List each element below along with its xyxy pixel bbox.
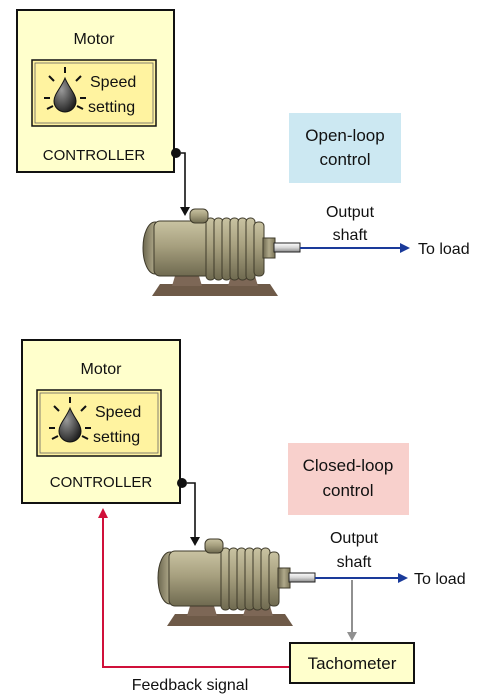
arrow-icon xyxy=(190,537,200,546)
mode-label-line1: Closed-loop xyxy=(303,456,394,475)
mode-label-line2: control xyxy=(322,481,373,500)
controller-title: Motor xyxy=(74,31,116,48)
load-label: To load xyxy=(418,241,470,258)
control-wire xyxy=(181,153,185,207)
speed-setting-panel[interactable] xyxy=(32,60,156,126)
motor-icon xyxy=(143,209,300,296)
tachometer-label: Tachometer xyxy=(308,654,397,673)
controller-output-connector xyxy=(171,148,181,158)
controller-title: Motor xyxy=(81,361,123,378)
closed-loop-section: Motor Speed setting CONTROLLER Output sh… xyxy=(22,340,466,694)
output-label-line1: Output xyxy=(326,204,375,221)
speed-label-line1: Speed xyxy=(90,74,136,91)
controller-label: CONTROLLER xyxy=(50,474,153,491)
speed-label-line2: setting xyxy=(93,429,140,446)
output-label-line2: shaft xyxy=(337,554,372,571)
arrow-icon xyxy=(347,632,357,641)
speed-setting-panel[interactable] xyxy=(37,390,161,456)
output-label-line1: Output xyxy=(330,530,379,547)
controller-label: CONTROLLER xyxy=(43,147,146,164)
motor-icon xyxy=(158,539,315,626)
open-loop-badge xyxy=(289,113,401,183)
mode-label-line1: Open-loop xyxy=(305,126,384,145)
arrow-icon xyxy=(180,207,190,216)
output-label-line2: shaft xyxy=(333,227,368,244)
control-wire xyxy=(187,483,195,537)
closed-loop-badge xyxy=(288,443,409,515)
speed-label-line1: Speed xyxy=(95,404,141,421)
speed-label-line2: setting xyxy=(88,99,135,116)
controller-output-connector xyxy=(177,478,187,488)
open-loop-section: Motor Speed setting CONTROLLER Output sh… xyxy=(17,10,470,296)
arrow-icon xyxy=(98,508,108,518)
mode-label-line2: control xyxy=(319,150,370,169)
load-label: To load xyxy=(414,571,466,588)
feedback-label: Feedback signal xyxy=(132,677,249,694)
